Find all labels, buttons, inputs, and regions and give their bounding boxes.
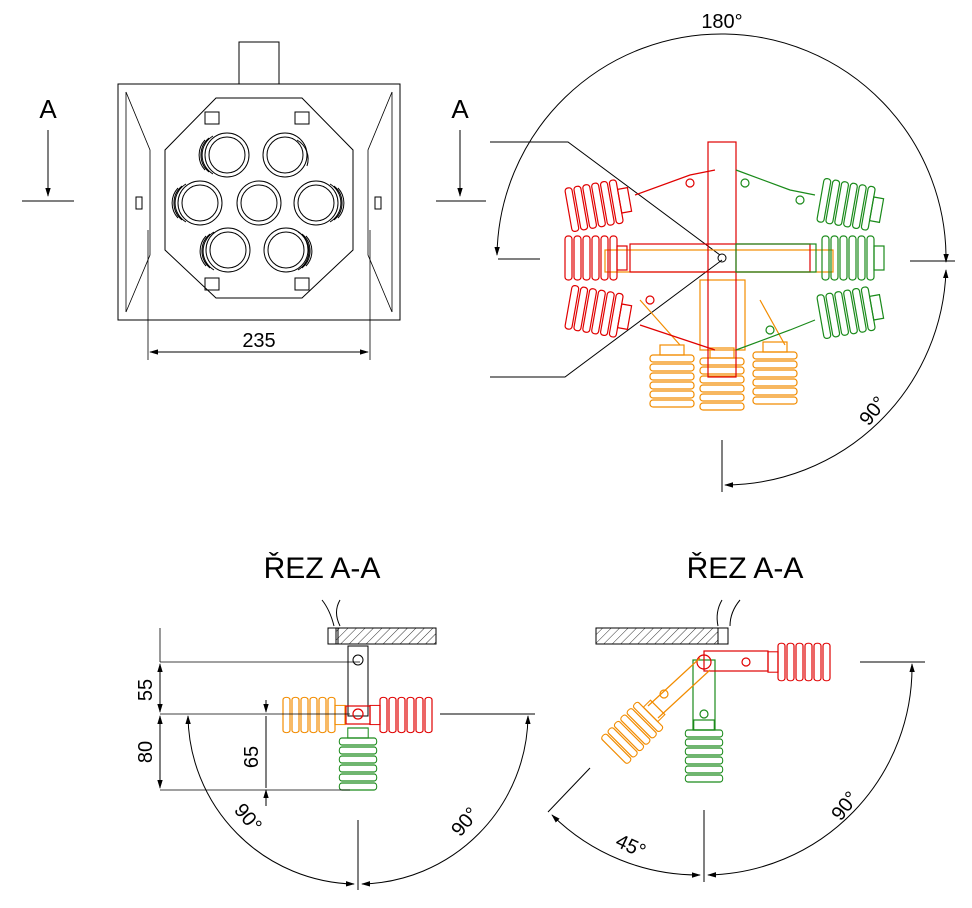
angle-arc-180	[494, 33, 949, 263]
red-position	[564, 141, 811, 378]
angle-label-90: 90°	[855, 393, 891, 430]
section-mark-a-right: A	[451, 94, 469, 124]
angle-left-45: 45°	[612, 830, 649, 863]
dimension-65: 65	[241, 746, 263, 768]
section-left: ŘEZ A-A 55 80 65 90° 90°	[135, 552, 535, 890]
section-right: ŘEZ A-A 45° 90°	[547, 552, 925, 882]
angle-right-90: 90°	[447, 803, 483, 840]
front-view: A A 235	[22, 41, 486, 360]
angle-arc-90	[724, 269, 949, 488]
green-position	[735, 169, 886, 351]
housing-frame	[117, 83, 401, 321]
section-left-title: ŘEZ A-A	[264, 552, 381, 585]
orange-position	[604, 249, 834, 411]
rotation-view: 180° 90°	[490, 11, 955, 492]
green-arm	[684, 659, 724, 783]
angle-right-90: 90°	[827, 788, 863, 825]
red-arm	[696, 642, 831, 682]
top-pipe	[238, 41, 280, 85]
nozzle-cluster	[135, 111, 382, 291]
dimension-55: 55	[135, 679, 157, 701]
hex-plate	[164, 97, 354, 299]
dimension-80: 80	[135, 741, 157, 763]
section-mark-a-left: A	[39, 94, 57, 124]
width-dimension: 235	[242, 330, 275, 352]
orange-arm	[600, 657, 711, 765]
angle-label-180: 180°	[701, 11, 742, 33]
section-right-title: ŘEZ A-A	[687, 552, 804, 585]
